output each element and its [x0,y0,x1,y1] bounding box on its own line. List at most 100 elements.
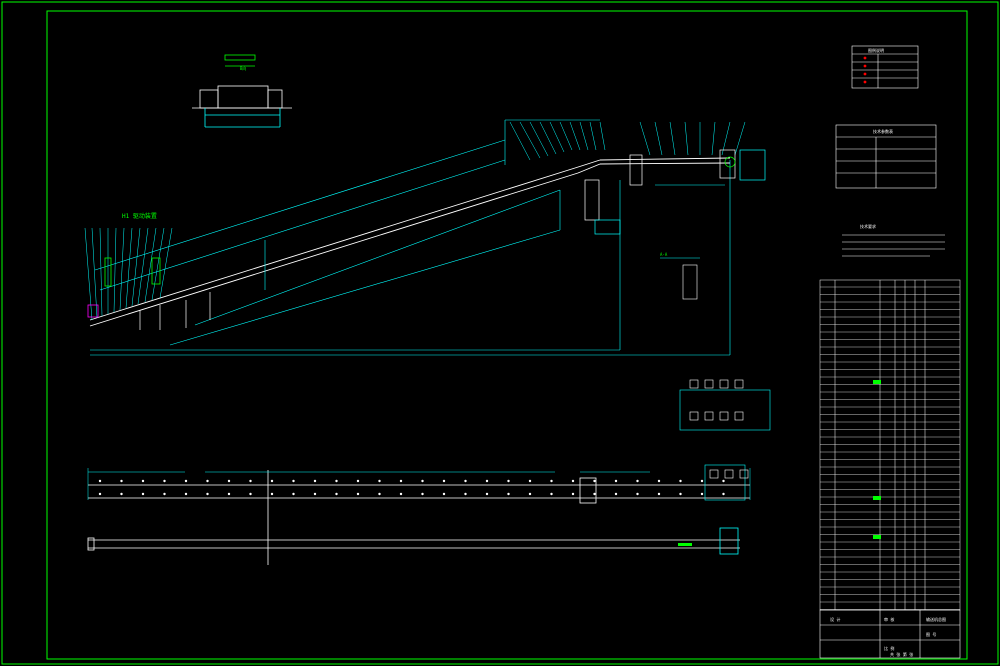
bolt-hole [399,479,403,483]
bolt-hole [636,479,639,483]
bolt-hole [335,479,338,483]
bolt-hole [528,492,532,496]
legend-symbols [863,56,867,84]
plan-view [87,470,750,565]
bolt-hole [657,479,661,483]
section-bolt [719,379,729,389]
bolt-hole [227,492,231,496]
bolt-hole [593,492,596,496]
left-drive-components [87,257,161,318]
parameter-table [835,124,937,189]
bolt-hole [485,479,489,483]
bolt-hole [313,492,317,496]
bolt-hole [700,492,704,496]
bolt-hole [249,479,252,483]
bolt-hole [206,479,209,483]
bolt-hole [507,479,510,483]
bolt-hole [464,479,467,483]
bolt-hole [700,479,704,483]
bolt-hole [270,492,274,496]
section-bolt [724,469,734,479]
bolt-hole [636,492,639,496]
title-block-design: 设 计 [830,616,840,622]
title-block-sub: 图 号 [926,631,936,637]
bolt-hole [184,479,188,483]
bolt-hole [571,479,575,483]
section-bolt [719,411,729,421]
section-detail-bolts [689,379,749,479]
section-bolt [709,469,719,479]
plan-view-bolts [98,479,725,496]
bolt-hole [270,479,274,483]
section-bolt [734,411,744,421]
title-block-name: 输送机总图 [926,616,946,622]
bolt-hole [292,479,295,483]
bolt-hole [507,492,510,496]
bolt-hole [227,479,231,483]
bolt-hole [679,479,682,483]
bolt-hole [722,492,725,496]
head-station [584,149,766,235]
drive-unit-detail [192,54,292,128]
bolt-hole [378,492,381,496]
section-bolt [734,379,744,389]
section-bolt [704,411,714,421]
section-detail-b [660,257,771,501]
bolt-hole [593,479,596,483]
left-drive-label: H1 驱动装置 [122,212,157,220]
detail-label: B向 [240,65,246,71]
title-block [819,609,961,659]
bill-of-materials-rows [820,286,960,610]
section-bolt [704,379,714,389]
notes-title: 技术要求 [860,223,876,229]
bolt-hole [421,479,424,483]
bolt-hole [464,492,467,496]
bolt-hole [679,492,682,496]
bolt-hole [442,492,446,496]
bolt-hole [141,492,145,496]
section-bolt [739,469,749,479]
section-bolt [689,411,699,421]
main-conveyor-elevation [89,119,731,356]
bolt-hole [614,492,618,496]
bolt-hole [614,479,618,483]
bolt-hole [722,479,725,483]
title-block-sheet: 共 张 第 张 [890,651,913,657]
bolt-hole [120,492,123,496]
bolt-hole [421,492,424,496]
section-label: A-A [660,252,668,257]
bolt-hole [98,492,102,496]
bolt-hole [98,479,102,483]
legend-table [851,45,919,89]
title-block-check: 审 核 [884,616,894,622]
bolt-hole [356,492,360,496]
bolt-hole [399,492,403,496]
bolt-hole [356,479,360,483]
bolt-hole [141,479,145,483]
bolt-hole [163,479,166,483]
bolt-hole [249,492,252,496]
bolt-hole [442,479,446,483]
bolt-hole [378,479,381,483]
plan-view-dimensions [87,468,751,500]
bolt-hole [120,479,123,483]
leader-lines-left [84,227,173,321]
bolt-hole [335,492,338,496]
conveyor-supports [139,292,211,330]
bolt-hole [485,492,489,496]
bolt-hole [528,479,532,483]
bolt-hole [206,492,209,496]
bolt-hole [657,492,661,496]
bill-of-materials-table [819,279,961,611]
bolt-hole [184,492,188,496]
green-highlights [678,380,881,546]
leader-lines-top [509,121,746,161]
title-block-scale: 比 例 [884,645,894,651]
parameter-table-title: 技术参数表 [873,128,893,134]
bolt-hole [313,479,317,483]
bolt-hole [550,492,553,496]
legend-table-title: 图例说明 [868,47,884,53]
